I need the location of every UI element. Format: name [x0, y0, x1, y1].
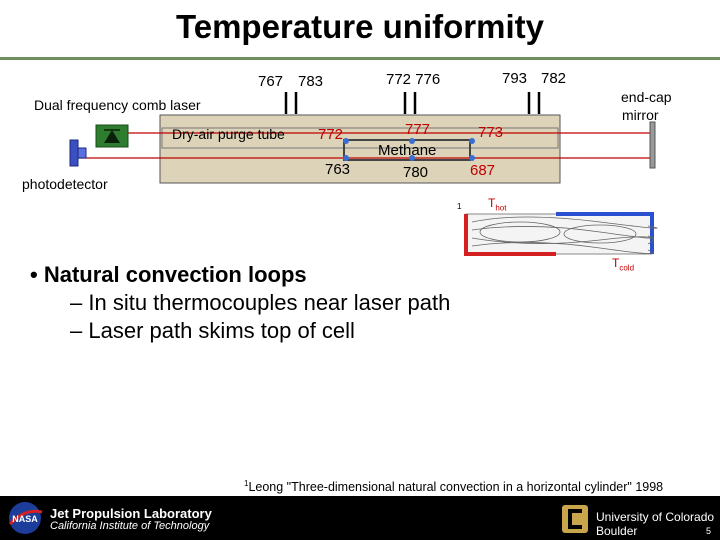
tc-777: 777: [405, 121, 431, 138]
convection-figure: [464, 212, 658, 256]
bullet-sub-2: – Laser path skims top of cell: [70, 318, 355, 343]
jpl-subtitle: California Institute of Technology: [50, 520, 210, 532]
tc-687: 687: [470, 162, 496, 179]
convection-ref: 1: [457, 202, 462, 211]
methane-cell: [343, 139, 471, 161]
tc-773: 773: [478, 124, 504, 141]
laser-triangle-icon: [104, 130, 120, 143]
apparatus-diagram: [69, 92, 658, 256]
jpl-name: Jet Propulsion Laboratory: [50, 506, 212, 521]
purge-tube-label: Dry-air purge tube: [172, 126, 285, 142]
svg-text:NASA: NASA: [12, 514, 38, 524]
convection-streamlines: [471, 216, 658, 254]
cu-campus: Boulder: [596, 524, 638, 538]
photodetector-lens: [77, 147, 87, 159]
tc-767: 767: [258, 73, 284, 90]
slide-title: Temperature uniformity: [176, 8, 544, 45]
cu-name: University of Colorado: [596, 510, 715, 524]
tc-780: 780: [403, 164, 429, 181]
cold-wall: [556, 212, 654, 254]
tc-772: 772: [318, 126, 344, 143]
methane-label: Methane: [378, 142, 437, 159]
photodetector-body: [69, 139, 79, 167]
tc-782: 782: [541, 70, 567, 87]
gas-cell: [159, 114, 561, 184]
footer-bar: [0, 496, 720, 540]
bullet-main: • Natural convection loops: [30, 262, 307, 287]
t-hot-label: Thot: [488, 196, 507, 213]
tc-763: 763: [325, 161, 351, 178]
end-cap-label-1: end-cap: [621, 89, 672, 105]
tc-783: 783: [298, 73, 324, 90]
end-cap-label-2: mirror: [622, 107, 659, 123]
thermocouple-dots: [343, 138, 475, 161]
tc-793: 793: [502, 70, 528, 87]
bullet-list: • Natural convection loops – In situ the…: [30, 262, 450, 344]
photodetector-label: photodetector: [22, 176, 108, 192]
page-number: 5: [706, 526, 712, 536]
title-divider: [0, 57, 720, 60]
laser-label: Dual frequency comb laser: [34, 97, 201, 113]
end-cap-mirror: [649, 121, 656, 169]
bullet-sub-1: – In situ thermocouples near laser path: [70, 290, 451, 315]
cu-logo-icon: [562, 505, 588, 533]
t-cold-label: Tcold: [612, 256, 635, 273]
tc-772-776: 772 776: [386, 71, 441, 88]
thermocouple-marks-top: [284, 92, 541, 114]
hot-wall: [464, 214, 556, 256]
footnote: 1Leong "Three-dimensional natural convec…: [244, 479, 664, 495]
purge-tube-outline: [161, 127, 559, 149]
nasa-logo-icon: NASA: [8, 502, 43, 534]
